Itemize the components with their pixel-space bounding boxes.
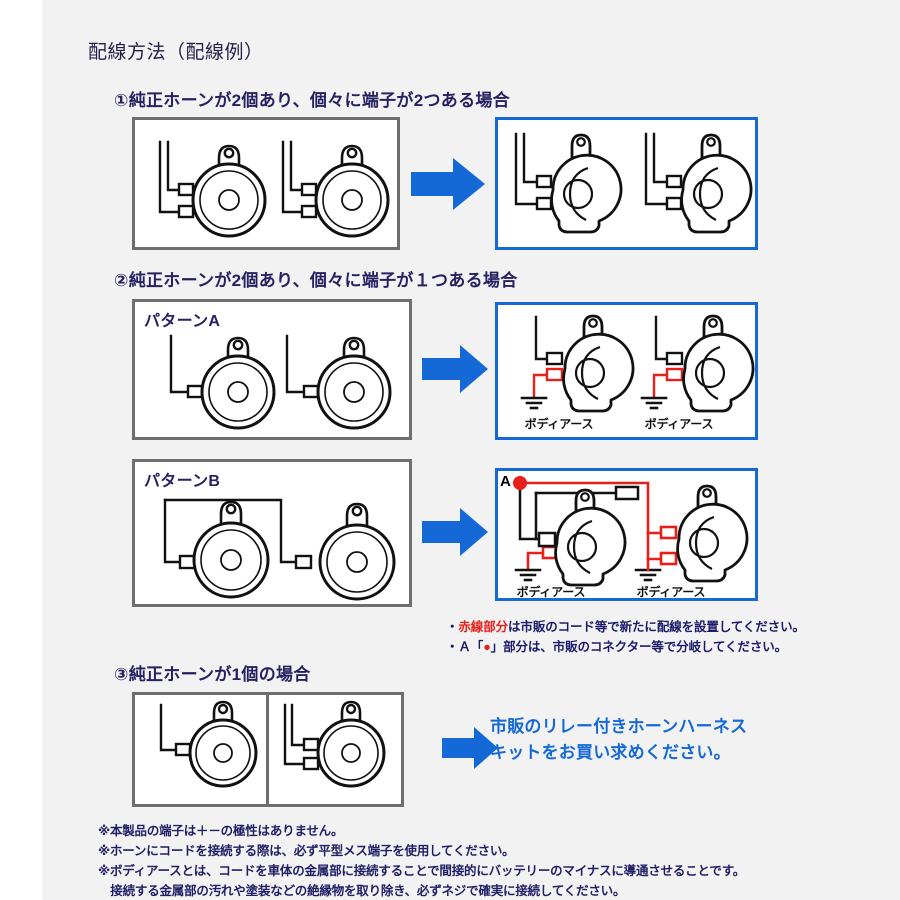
pattern-a-ground-label-right: ボディアース [644,417,714,431]
pattern-a-wiring-diagram [520,314,755,413]
spiral-horn-pair-2term [514,132,753,234]
note-2-red-dot: ● [483,640,491,654]
note-1-rest: は市販のコード等で新たに配線を設置してください。 [508,620,805,634]
pattern-a-after-box: ボディアース ボディアース [495,302,758,440]
note-line-2: ・Ａ「●」部分は、市販のコネクター等で分岐してください。 [446,636,787,655]
page-title: 配線方法（配線例） [88,42,264,63]
pattern-b-ground-label-right: ボディアース [636,585,706,599]
pattern-b-before-box: パターンB [132,459,412,607]
branch-point-label: A [500,473,511,490]
note-2-before: Ａ「 [458,640,484,654]
branch-point-dot [513,476,527,490]
note-2-after: 」部分は、市販のコネクター等で分岐してください。 [490,640,788,654]
pattern-a-arrow-icon [422,345,488,393]
section-3-before-box [132,692,404,807]
section-1-after-box [495,117,758,250]
note-2-bullet: ・ [446,640,459,654]
footnote-3: ※ボディアースとは、コードを車体の金属部に接続することで間接的にバッテリーのマイ… [98,864,746,878]
section-3-callout: 市販のリレー付きホーンハーネス キットをお買い求めください。 [490,714,747,767]
note-1-red: 赤線部分 [458,620,509,634]
section-3-panel-divider [266,695,269,804]
section-1-heading: ①純正ホーンが2個あり、個々に端子が2つある場合 [114,91,510,110]
section-2-heading: ②純正ホーンが2個あり、個々に端子が１つある場合 [114,271,518,290]
callout-line-2: キットをお買い求めください。 [490,743,731,763]
footnote-1: ※本製品の端子は＋－の極性はありません。 [98,824,344,838]
pattern-b-arrow-icon [422,508,488,556]
callout-line-1: 市販のリレー付きホーンハーネス [490,717,748,736]
note-line-1: ・赤線部分は市販のコード等で新たに配線を設置してください。 [446,616,805,635]
single-horn-panels [159,700,386,788]
note-1-bullet: ・ [446,620,459,634]
pattern-a-before-box: パターンA [132,299,412,440]
pattern-b-label: パターンB [144,473,221,490]
pattern-a-ground-label-left: ボディアース [524,417,594,431]
section-1-before-box [132,117,400,250]
section-3-heading: ③純正ホーンが1個の場合 [114,665,311,684]
footnote-2: ※ホーンにコードを接続する際は、必ず平型メス端子を使用してください。 [98,844,515,858]
pattern-b-after-box: A ボディアース ボディアース [495,468,758,601]
pattern-b-ground-label-left: ボディアース [516,585,586,599]
round-horn-pair-series [163,498,396,601]
round-horn-pair-1term [169,334,392,430]
pattern-b-wiring-diagram [513,476,749,587]
section-3-arrow-icon [442,727,498,769]
section-1-arrow-icon [411,158,485,210]
pattern-a-label: パターンA [144,313,221,330]
footnote-4: 接続する金属部の汚れや塗装などの絶縁物を取り除き、必ずネジで確実に接続してくださ… [98,884,626,898]
round-horn-pair-2term [158,140,390,238]
